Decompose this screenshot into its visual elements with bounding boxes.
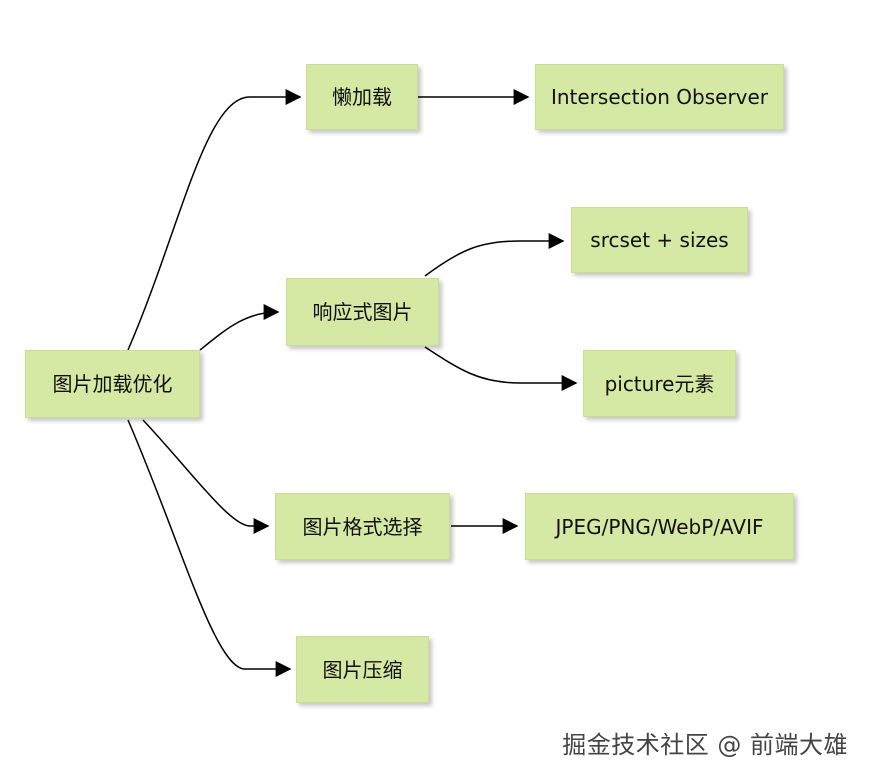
node-image-compression[interactable]: 图片压缩 [296,636,429,703]
node-root-label: 图片加载优化 [52,372,173,396]
watermark-text: 掘金技术社区 @ 前端大雄 [562,731,848,759]
node-lazy-load[interactable]: 懒加载 [306,64,418,130]
node-image-formats[interactable]: JPEG/PNG/WebP/AVIF [525,493,794,560]
node-format-selection-label: 图片格式选择 [302,514,423,539]
node-format-selection[interactable]: 图片格式选择 [275,493,450,560]
node-responsive-images[interactable]: 响应式图片 [286,278,439,346]
node-srcset-sizes-label: srcset + sizes [590,228,729,252]
node-intersection-observer-label: Intersection Observer [550,85,769,109]
edge-root-to-compress [127,419,292,677]
node-image-compression-label: 图片压缩 [322,657,403,682]
edge-root-to-format [142,419,270,534]
edge-responsive-to-picture [424,346,578,391]
node-picture-element-label: picture元素 [604,371,715,396]
node-picture-element[interactable]: picture元素 [583,350,736,417]
node-srcset-sizes[interactable]: srcset + sizes [571,207,748,273]
node-lazy-load-label: 懒加载 [332,85,392,109]
node-root[interactable]: 图片加载优化 [25,350,200,418]
edge-root-to-lazy [127,89,302,351]
node-responsive-images-label: 响应式图片 [312,300,413,324]
edge-responsive-to-srcset [424,233,565,277]
node-intersection-observer[interactable]: Intersection Observer [535,64,784,130]
edge-root-to-responsive [199,304,280,351]
node-image-formats-label: JPEG/PNG/WebP/AVIF [555,514,764,539]
